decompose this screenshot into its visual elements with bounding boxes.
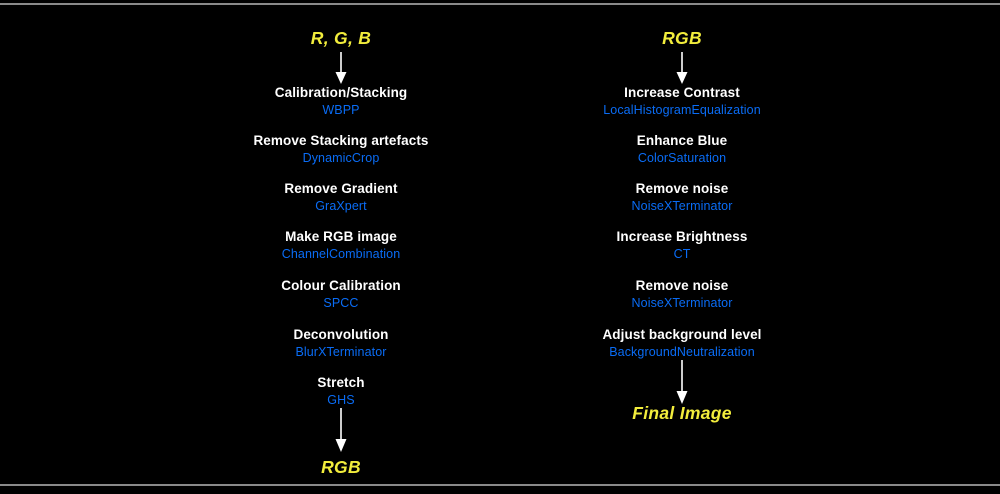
left-step-3: Remove Gradient GraXpert [171, 181, 511, 214]
right-step-2-title: Enhance Blue [636, 133, 728, 148]
left-step-7: Stretch GHS [171, 375, 511, 408]
left-step-6-title: Deconvolution [293, 327, 389, 342]
left-step-4-title: Make RGB image [285, 229, 397, 244]
left-step-4: Make RGB image ChannelCombination [171, 229, 511, 262]
left-step-2-title: Remove Stacking artefacts [253, 133, 429, 148]
right-step-1-process: LocalHistogramEqualization [603, 103, 761, 117]
left-step-6-process: BlurXTerminator [295, 345, 387, 359]
left-step-1-title: Calibration/Stacking [274, 85, 408, 100]
left-step-5: Colour Calibration SPCC [171, 278, 511, 311]
left-step-3-process: GraXpert [315, 199, 367, 213]
right-step-4-process: CT [673, 247, 691, 261]
right-step-1: Increase Contrast LocalHistogramEqualiza… [512, 85, 852, 118]
workflow-column-right: RGB Increase Contrast LocalHistogramEqua… [512, 0, 852, 494]
left-step-5-process: SPCC [323, 296, 359, 310]
right-step-4: Increase Brightness CT [512, 229, 852, 262]
right-step-5-title: Remove noise [635, 278, 729, 293]
left-end-arrow [171, 408, 511, 453]
bottom-divider-rule [0, 484, 1000, 486]
left-step-5-title: Colour Calibration [281, 278, 401, 293]
right-step-2: Enhance Blue ColorSaturation [512, 133, 852, 166]
right-step-6-title: Adjust background level [602, 327, 762, 342]
right-end-endpoint-label: Final Image [632, 403, 732, 423]
right-step-3-process: NoiseXTerminator [631, 199, 733, 213]
left-step-1: Calibration/Stacking WBPP [171, 85, 511, 118]
left-step-3-title: Remove Gradient [284, 181, 398, 196]
right-step-2-process: ColorSaturation [637, 151, 727, 165]
left-step-4-process: ChannelCombination [281, 247, 401, 261]
right-step-4-title: Increase Brightness [616, 229, 748, 244]
left-step-6: Deconvolution BlurXTerminator [171, 327, 511, 360]
left-start-arrow [171, 52, 511, 85]
left-end-endpoint-label: RGB [321, 457, 361, 477]
left-step-7-title: Stretch [317, 375, 365, 390]
left-step-2-process: DynamicCrop [302, 151, 380, 165]
left-start-endpoint-label: R, G, B [310, 28, 372, 48]
left-step-1-process: WBPP [322, 103, 360, 117]
right-step-1-title: Increase Contrast [624, 85, 740, 100]
top-divider-rule [0, 3, 1000, 5]
right-step-5: Remove noise NoiseXTerminator [512, 278, 852, 311]
right-step-6-process: BackgroundNeutralization [609, 345, 755, 359]
left-step-2: Remove Stacking artefacts DynamicCrop [171, 133, 511, 166]
right-end-arrow [512, 360, 852, 405]
right-step-6: Adjust background level BackgroundNeutra… [512, 327, 852, 360]
right-step-3-title: Remove noise [635, 181, 729, 196]
workflow-column-left: R, G, B Calibration/Stacking WBPP Remove… [171, 0, 511, 494]
right-start-endpoint-label: RGB [662, 28, 702, 48]
right-start-arrow [512, 52, 852, 85]
right-step-5-process: NoiseXTerminator [631, 296, 733, 310]
right-step-3: Remove noise NoiseXTerminator [512, 181, 852, 214]
left-step-7-process: GHS [327, 393, 355, 407]
